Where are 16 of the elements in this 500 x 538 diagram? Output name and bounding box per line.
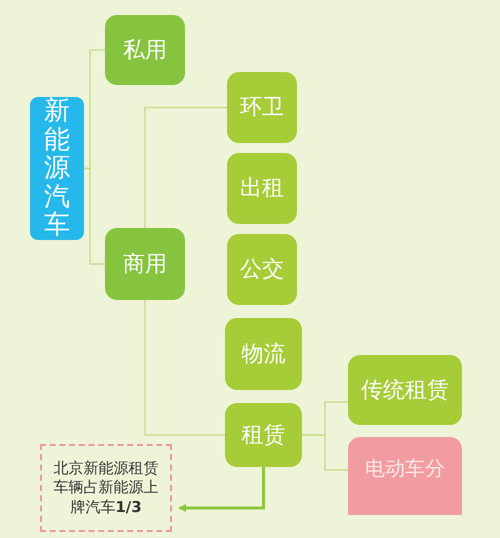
connector-line (144, 106, 227, 228)
category-box: 租赁 (225, 403, 302, 467)
connector-line (144, 300, 225, 436)
note-box: 北京新能源租赁车辆占新能源上牌汽车1/3 (40, 444, 172, 532)
connector-line (84, 168, 105, 265)
arrow (178, 467, 265, 512)
category-box: 电动车分 (348, 437, 462, 515)
category-box: 环卫 (227, 72, 297, 143)
connector-line (302, 434, 348, 471)
category-box: 公交 (227, 234, 297, 305)
category-box: 出租 (227, 153, 297, 224)
category-box: 传统租赁 (348, 355, 462, 425)
category-box: 私用 (105, 15, 185, 85)
category-box: 新能源汽车 (30, 97, 84, 240)
category-box: 商用 (105, 228, 185, 300)
category-box: 物流 (225, 318, 302, 390)
